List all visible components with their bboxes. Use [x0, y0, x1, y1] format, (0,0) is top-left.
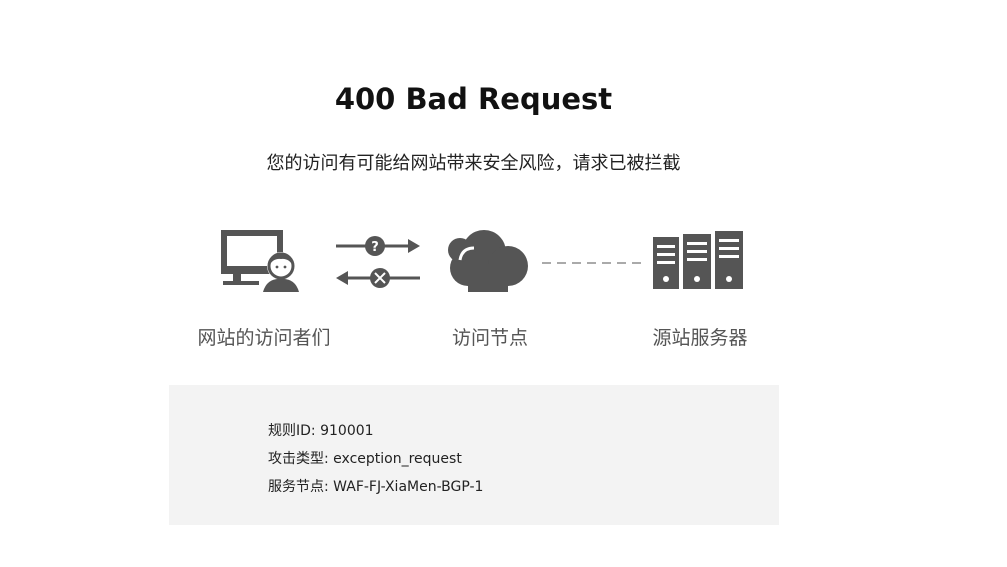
dashed-link-icon	[542, 262, 646, 264]
svg-text:?: ?	[371, 240, 379, 255]
attack-type-label: 攻击类型:	[268, 451, 329, 467]
rule-id-label: 规则ID:	[268, 423, 316, 439]
visitor-computer-icon	[221, 230, 299, 292]
page-subtitle: 您的访问有可能给网站带来安全风险，请求已被拦截	[266, 153, 681, 174]
service-node-row: 服务节点: WAF-FJ-XiaMen-BGP-1	[268, 476, 483, 496]
attack-type-row: 攻击类型: exception_request	[268, 448, 462, 468]
rule-id-value: 910001	[320, 423, 374, 439]
access-node-label: 访问节点	[451, 327, 528, 349]
blocked-arrow-icon	[336, 268, 420, 288]
server-rack-icon	[653, 231, 743, 289]
cloud-icon	[448, 230, 528, 292]
rule-id-row: 规则ID: 910001	[268, 420, 374, 440]
visitor-label: 网站的访问者们	[197, 327, 331, 349]
service-node-value: WAF-FJ-XiaMen-BGP-1	[333, 479, 484, 495]
info-panel: 规则ID: 910001 攻击类型: exception_request 服务节…	[169, 385, 779, 525]
attack-type-value: exception_request	[333, 451, 462, 467]
question-arrow-icon: ?	[336, 236, 420, 256]
service-node-label: 服务节点:	[268, 479, 329, 495]
page-title: 400 Bad Request	[334, 82, 613, 116]
origin-server-label: 源站服务器	[652, 327, 748, 349]
